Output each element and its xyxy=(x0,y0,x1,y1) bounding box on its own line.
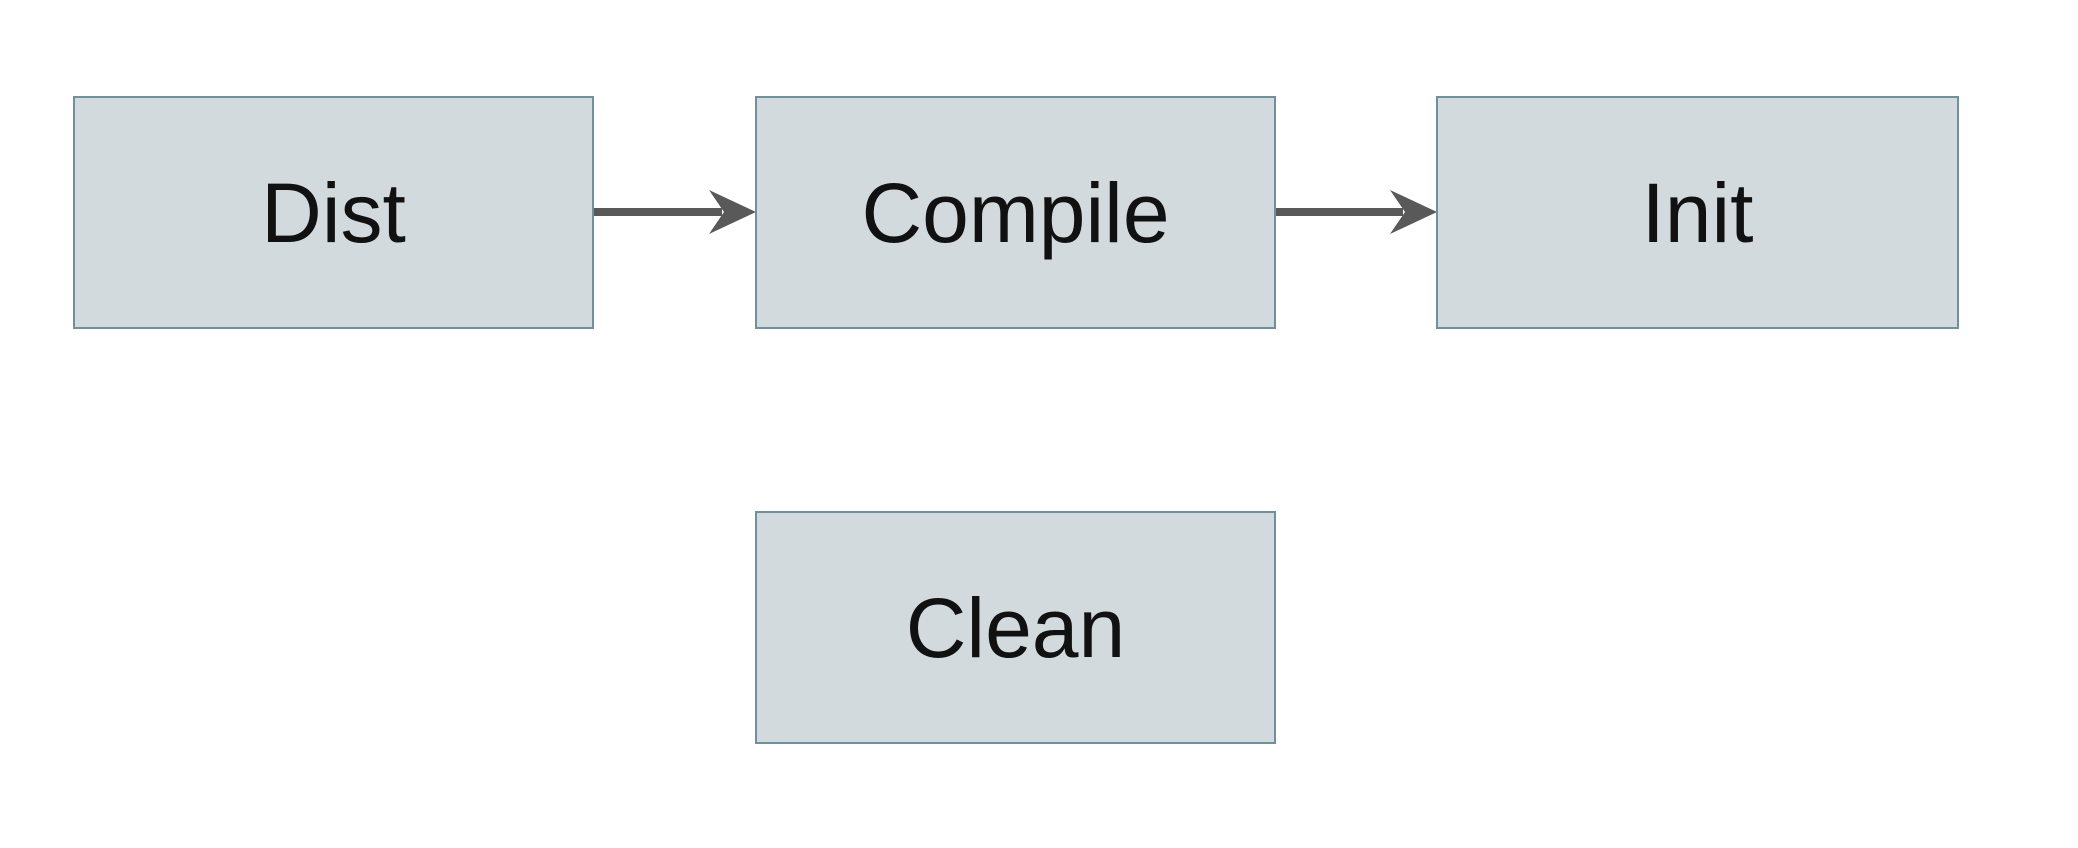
connector-compile-to-init[interactable] xyxy=(1276,188,1437,236)
arrow-head-icon xyxy=(1390,190,1437,234)
node-compile-label: Compile xyxy=(861,165,1170,260)
arrow-head-icon xyxy=(709,190,756,234)
node-init[interactable]: Init xyxy=(1436,96,1959,329)
node-init-label: Init xyxy=(1641,165,1754,260)
node-dist-label: Dist xyxy=(261,165,406,260)
node-clean[interactable]: Clean xyxy=(755,511,1276,744)
node-dist[interactable]: Dist xyxy=(73,96,594,329)
node-compile[interactable]: Compile xyxy=(755,96,1276,329)
connector-dist-to-compile[interactable] xyxy=(594,188,756,236)
node-clean-label: Clean xyxy=(905,580,1126,675)
